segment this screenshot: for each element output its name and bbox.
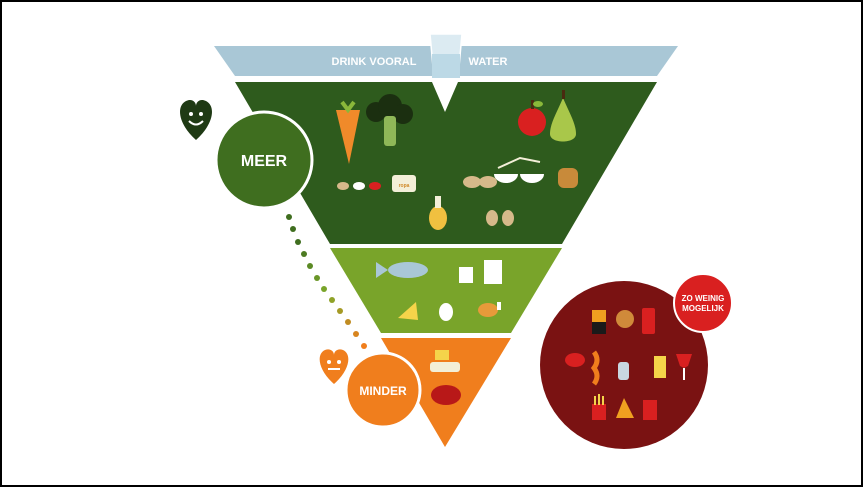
fish-icon — [376, 262, 428, 278]
salt-shaker-icon — [618, 362, 629, 380]
middle-section — [330, 248, 562, 333]
rarely-label-line1: ZO WEINIG — [682, 294, 725, 303]
nuts-icon — [486, 210, 514, 226]
milk-glass-icon — [484, 260, 502, 284]
sausage-icon — [565, 353, 585, 367]
less-label: MINDER — [359, 384, 407, 398]
pizza-slice-icon — [616, 398, 634, 418]
gradient-dot-trail — [286, 214, 367, 349]
fries-icon — [592, 394, 606, 420]
carrot-icon — [336, 100, 360, 164]
butter-dish-icon — [430, 350, 460, 372]
cookie-icon — [616, 310, 634, 328]
water-glass-icon — [429, 33, 463, 79]
happy-heart-icon — [180, 99, 212, 140]
svg-text:ropa: ropa — [399, 183, 410, 189]
oil-bottle-icon — [429, 196, 447, 230]
yogurt-icon — [459, 267, 473, 283]
beans-icon — [337, 182, 381, 190]
rarely-label-line2: MOGELIJK — [682, 304, 724, 313]
egg-icon — [439, 303, 453, 321]
broccoli-icon — [366, 94, 413, 146]
chicken-leg-icon — [478, 302, 501, 317]
water-label-left: DRINK VOORAL — [332, 56, 417, 68]
wine-glass-icon — [676, 354, 692, 380]
bread-icon — [558, 168, 578, 188]
chips-bag-icon — [643, 400, 657, 420]
more-label: MEER — [241, 153, 288, 170]
candy-bar-icon — [592, 310, 606, 334]
less-circle — [344, 351, 422, 429]
pear-icon — [550, 90, 576, 142]
soda-can-icon — [642, 308, 655, 334]
apple-icon — [518, 100, 546, 136]
butter-block-icon: ropa — [392, 175, 416, 192]
red-meat-icon — [431, 385, 461, 405]
bacon-icon — [590, 350, 600, 386]
cheese-icon — [398, 302, 418, 320]
potato-icon — [463, 176, 497, 188]
rarely-badge — [673, 273, 733, 333]
water-label-right: WATER — [469, 56, 508, 68]
neutral-heart-icon — [319, 349, 349, 384]
more-circle — [214, 110, 314, 210]
grain-bowls-icon — [494, 156, 544, 183]
beer-glass-icon — [654, 356, 666, 378]
